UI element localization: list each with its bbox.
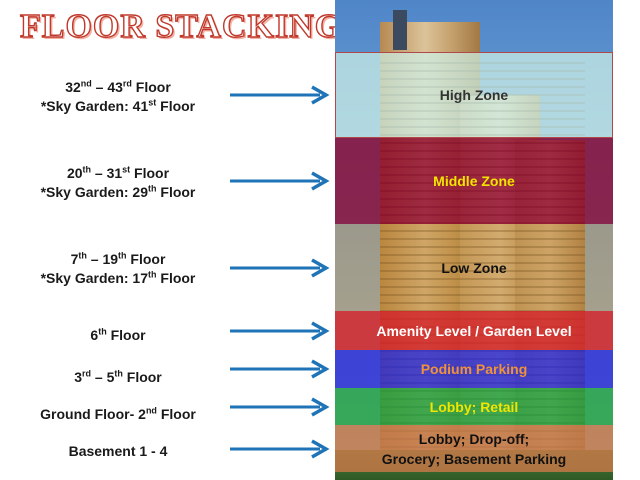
ordinal-suffix: rd [82,368,92,379]
arrow-right-icon [230,320,330,341]
arrow-right-icon [230,171,330,191]
floor-text: Floor [126,251,166,267]
ordinal-suffix: th [98,326,107,337]
floor-text: Floor [131,79,171,95]
arrow-right-icon [230,396,330,417]
zone-label: Lobby; Retail [429,398,519,415]
zone-band: High Zone [335,52,613,138]
floor-text: – 31 [91,165,123,181]
ordinal-suffix: th [82,164,92,175]
ordinal-suffix: nd [80,78,92,89]
arrow-right-icon [230,85,330,105]
floor-text: 7 [70,251,79,267]
floor-text: Floor [156,406,196,422]
ordinal-suffix: th [118,250,127,261]
arrow-head [311,396,330,417]
floor-text: – 5 [91,369,115,385]
tower-spire [393,10,407,50]
floor-text: *Sky Garden: 17 [40,270,148,286]
arrow-right-icon [230,257,330,278]
arrow-right-icon [230,359,330,379]
zone-label: Low Zone [441,259,507,276]
floor-text: Floor [106,327,146,343]
arrow-head [311,85,330,105]
arrow-head [311,320,330,341]
floor-label: 32nd – 43rd Floor *Sky Garden: 41st Floor [18,78,218,116]
zone-band: Low Zone [335,224,613,311]
floor-text: 6 [90,327,99,343]
floor-text: *Sky Garden: 41 [40,98,149,114]
zone-label: Lobby; Drop-off; Grocery; Basement Parki… [381,430,567,467]
zone-label: High Zone [439,87,509,103]
zone-band: Amenity Level / Garden Level [335,311,613,350]
arrow-head [311,438,330,459]
floor-text: 32 [65,79,81,95]
floor-text: 3 [74,369,83,385]
floor-text: Ground Floor- 2 [40,406,146,422]
ordinal-suffix: th [114,368,123,379]
ordinal-suffix: th [148,183,157,194]
floor-label: 6th Floor [18,326,218,345]
floor-text: Floor [156,270,196,286]
floor-text: Floor [130,165,170,181]
zone-band: Lobby; Retail [335,388,613,425]
zone-band: Lobby; Drop-off; Grocery; Basement Parki… [335,425,613,472]
arrow-right-icon [230,438,330,459]
ordinal-suffix: rd [122,78,132,89]
floor-label: 20th – 31st Floor*Sky Garden: 29th Floor [18,164,218,202]
floor-text: – 19 [86,251,119,267]
arrow-head [311,257,330,278]
floor-text: Floor [122,369,162,385]
floor-text: – 43 [91,79,123,95]
floor-label: Ground Floor- 2nd Floor [18,405,218,424]
ordinal-suffix: th [78,250,87,261]
floor-text: Basement 1 - 4 [68,443,168,459]
zone-label: Amenity Level / Garden Level [376,322,572,339]
ordinal-suffix: st [122,164,131,175]
zone-band: Podium Parking [335,350,613,388]
floor-label: 7th – 19th Floor*Sky Garden: 17th Floor [18,250,218,288]
zone-label: Podium Parking [420,361,528,377]
zone-band: Middle Zone [335,138,613,224]
floor-label: 3rd – 5th Floor [18,368,218,387]
floor-text: *Sky Garden: 29 [40,184,148,200]
zone-label: Middle Zone [433,173,515,189]
floor-label: Basement 1 - 4 [18,442,218,461]
page-title: FLOOR STACKING [19,7,343,45]
floor-text: Floor [156,184,196,200]
arrow-head [311,359,330,379]
ordinal-suffix: nd [145,405,157,416]
ordinal-suffix: th [148,269,157,280]
floor-text: 20 [66,165,83,181]
ordinal-suffix: st [148,97,157,108]
floor-text: Floor [156,98,196,114]
arrow-head [311,171,330,191]
